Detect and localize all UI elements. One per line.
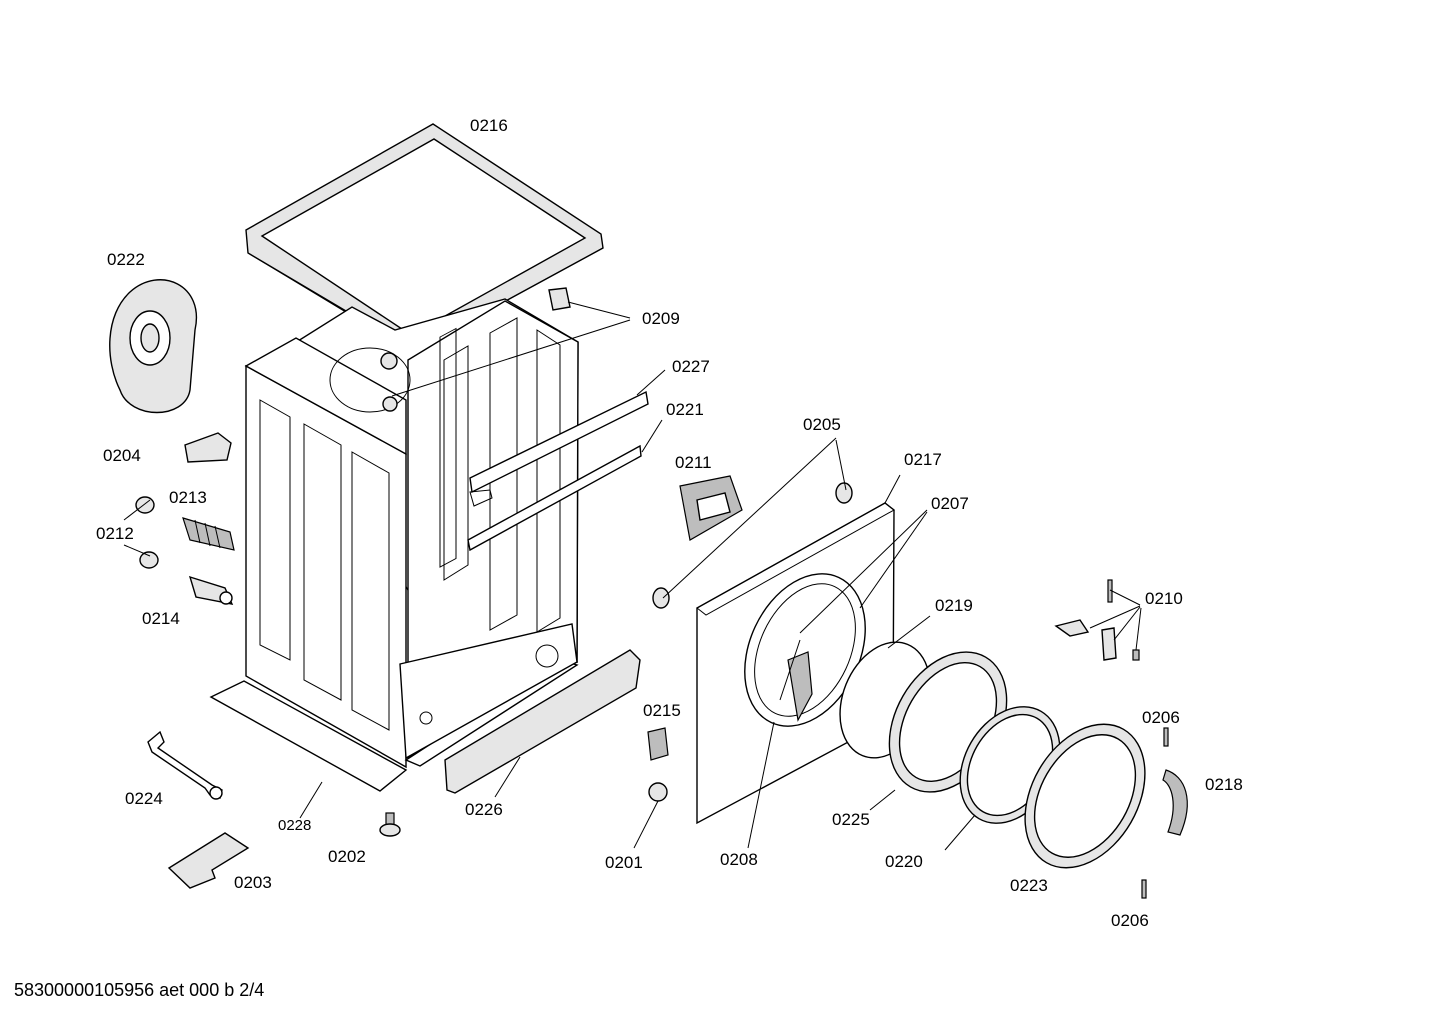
callout-labels: 0216 0222 0209 0227 0221 0204 0213 0212 … [96, 116, 1243, 930]
label-0201: 0201 [605, 853, 643, 872]
label-0221: 0221 [666, 400, 704, 419]
part-0206-pins [1141, 727, 1169, 899]
part-0203-plate [167, 832, 250, 889]
part-0215-switch [647, 727, 669, 761]
label-0222: 0222 [107, 250, 145, 269]
part-0221-strut [467, 444, 642, 552]
label-0207: 0207 [931, 494, 969, 513]
label-0212: 0212 [96, 524, 134, 543]
label-0228: 0228 [278, 817, 311, 834]
label-0217: 0217 [904, 450, 942, 469]
part-0204-clip [184, 432, 232, 463]
label-0203: 0203 [234, 873, 272, 892]
document-id: 58300000105956 aet 000 b 2/4 [14, 980, 265, 1000]
label-0205: 0205 [803, 415, 841, 434]
label-0227: 0227 [672, 357, 710, 376]
part-0224-wrench [147, 730, 223, 800]
part-0214-damper [188, 575, 234, 605]
leader-lines [123, 301, 1142, 851]
label-0216: 0216 [470, 116, 508, 135]
label-0211: 0211 [675, 453, 712, 472]
label-0218: 0218 [1205, 775, 1243, 794]
label-0223: 0223 [1010, 876, 1048, 895]
part-0205-hinge [652, 482, 853, 609]
label-0206-lower: 0206 [1111, 911, 1149, 930]
part-0202-foot [379, 812, 401, 837]
label-0213: 0213 [169, 488, 207, 507]
part-0226-plinth [444, 649, 641, 794]
label-0214: 0214 [142, 609, 180, 628]
part-0209-bracket [548, 287, 571, 311]
part-0217-front-panel [696, 502, 895, 825]
label-0226: 0226 [465, 800, 503, 819]
label-0206-upper: 0206 [1142, 708, 1180, 727]
part-0223-outer-ring [1024, 723, 1146, 869]
label-0209: 0209 [642, 309, 680, 328]
label-0219: 0219 [935, 596, 973, 615]
label-0204: 0204 [103, 446, 141, 465]
part-0222-rear-cover [109, 279, 198, 414]
part-0201-knob [648, 782, 668, 802]
label-0220: 0220 [885, 852, 923, 871]
label-0202: 0202 [328, 847, 366, 866]
part-0218-handle [1162, 769, 1188, 836]
label-0225: 0225 [832, 810, 870, 829]
label-0215: 0215 [643, 701, 681, 720]
part-0213-spring [182, 517, 235, 551]
part-0210-hinge-kit [1054, 579, 1140, 661]
label-0208: 0208 [720, 850, 758, 869]
part-0216-worktop [245, 123, 604, 353]
label-0224: 0224 [125, 789, 163, 808]
part-0211-door-lock [679, 475, 743, 541]
label-0210: 0210 [1145, 589, 1183, 608]
part-0227-strut [469, 390, 649, 507]
